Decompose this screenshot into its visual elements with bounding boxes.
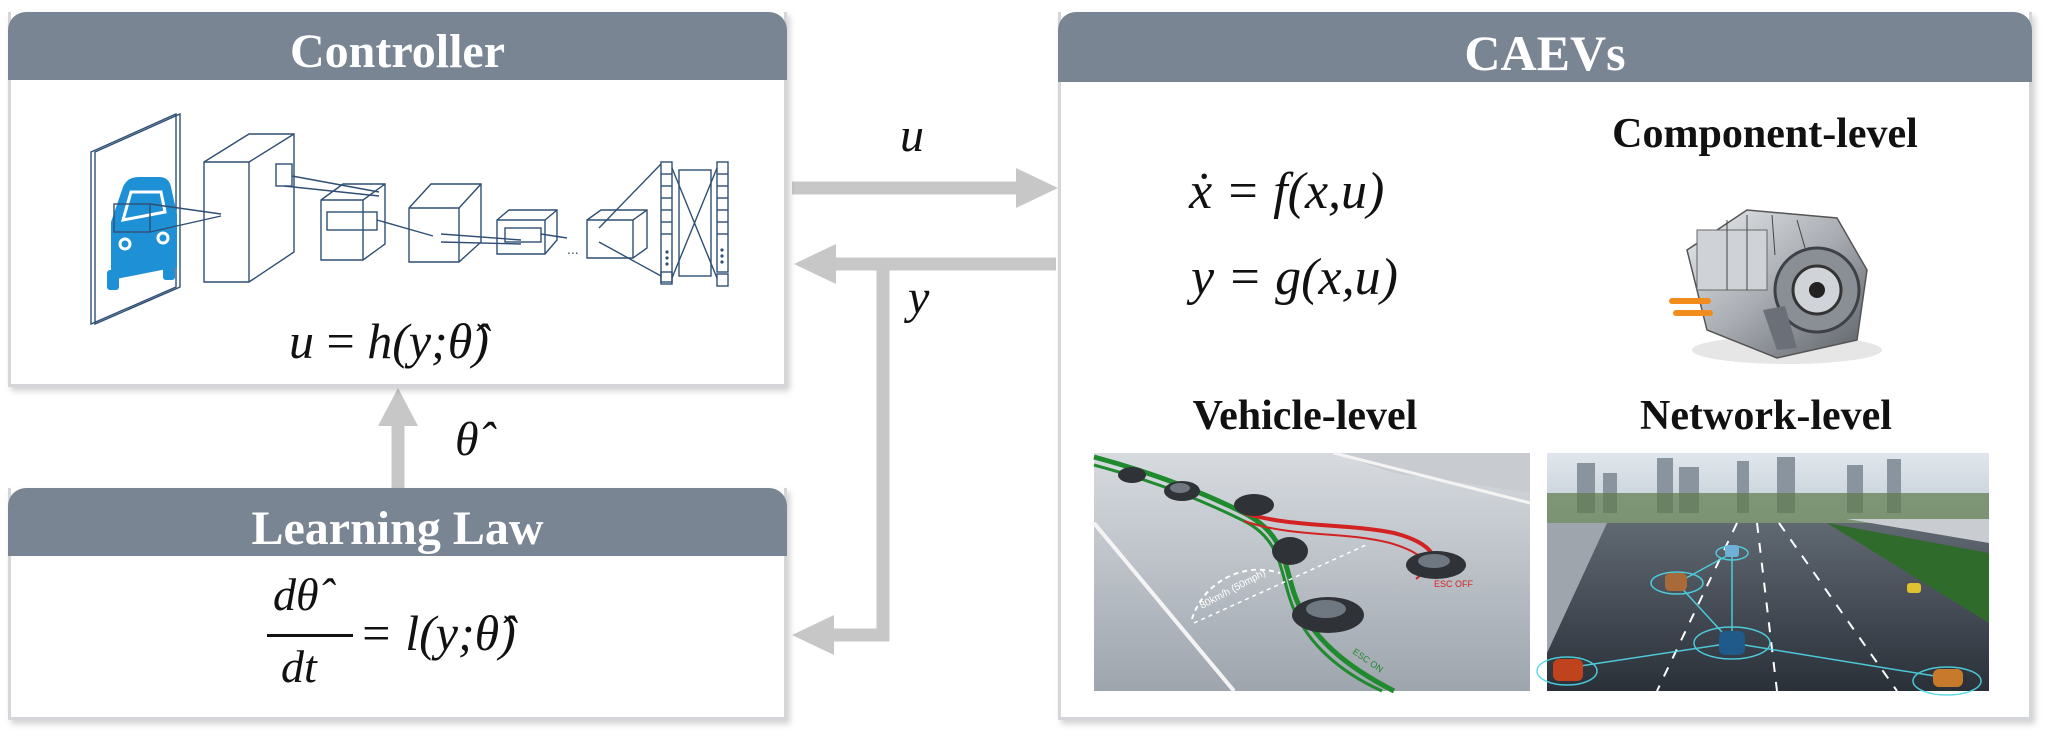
learning-law-equation: dθ̂ dt = l(y;θ̂) (267, 568, 587, 708)
u-signal-label: u (900, 109, 924, 162)
vehicle-level-image: 80km/h (50mph) ESC OFF ESC ON (1092, 451, 1531, 694)
learning-law-arrowhead (792, 615, 834, 655)
conv-layer-3 (408, 183, 482, 263)
vehicle-level-label: Vehicle-level (1192, 393, 1418, 439)
learning-law-panel: Learning Law dθ̂ dt = l(y;θ̂) (8, 488, 787, 720)
fraction-denominator: dt (281, 641, 317, 692)
cnn-architecture-illustration: ... (90, 112, 729, 326)
fraction-bar (267, 634, 353, 637)
conv-layer-1 (203, 133, 295, 283)
conv-layer-5 (586, 209, 648, 259)
conv-layer-2 (320, 183, 386, 261)
conv-layer-4 (496, 209, 558, 255)
esc-off-text: ESC OFF (1434, 579, 1474, 589)
controller-equation: u = h(y;θ̂) (289, 313, 489, 369)
dense-layer-1 (660, 161, 673, 285)
learning-law-title: Learning Law (251, 502, 544, 555)
y-arrowhead (794, 244, 836, 284)
theta-arrowhead (378, 388, 418, 426)
learning-law-rhs: = l(y;θ̂) (359, 605, 516, 661)
u-arrowhead (1016, 168, 1058, 208)
output-equation: y = g(x,u) (1191, 249, 1398, 306)
learning-law-header: Learning Law (8, 488, 787, 556)
cnn-ellipsis: ... (567, 241, 579, 257)
dense-connections (671, 167, 718, 279)
fraction-numerator: dθ̂ (273, 569, 319, 620)
controller-panel: Controller (8, 12, 787, 387)
theta-hat-signal-label: θ̂ (455, 413, 479, 466)
electric-motor-image (1669, 209, 1882, 364)
caevs-panel: CAEVs ẋ = f(x,u) y = g(x,u) Component-le… (1058, 12, 2032, 720)
y-signal-label: y (908, 271, 930, 324)
network-level-image (1536, 453, 1989, 696)
caevs-header: CAEVs (1058, 12, 2032, 82)
state-equation: ẋ = f(x,u) (1189, 163, 1385, 220)
controller-header: Controller (8, 12, 787, 80)
component-level-label: Component-level (1612, 111, 1918, 157)
caevs-title: CAEVs (1464, 25, 1626, 81)
controller-title: Controller (289, 25, 506, 78)
dense-layer-2 (716, 161, 729, 287)
network-level-label: Network-level (1640, 393, 1892, 439)
